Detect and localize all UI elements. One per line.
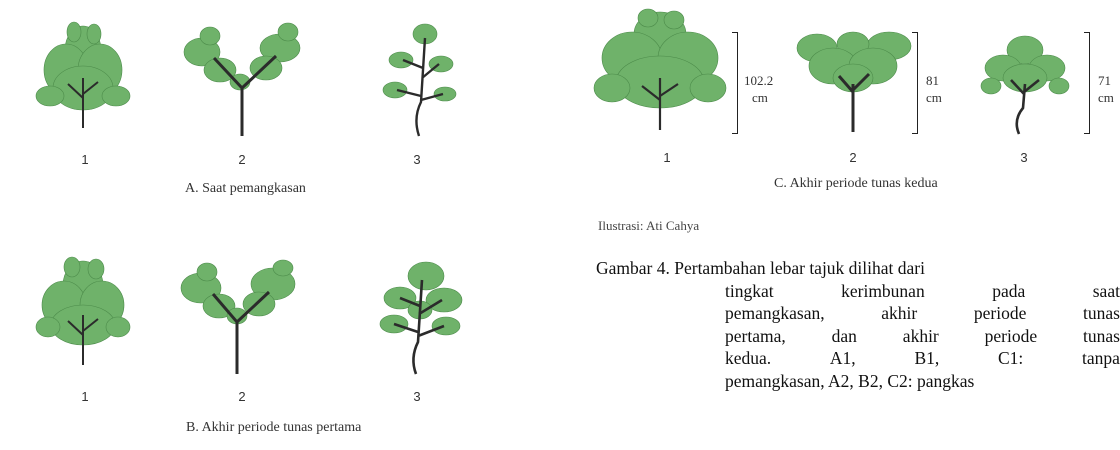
panel-c-number-1: 1 xyxy=(657,150,677,165)
panel-b-number-3: 3 xyxy=(407,389,427,404)
illustration-credit: Ilustrasi: Ati Cahya xyxy=(598,218,699,234)
caption-word: akhir xyxy=(903,325,939,348)
caption-word: tanpa xyxy=(1082,347,1120,370)
panel-a-number-3: 3 xyxy=(407,152,427,167)
plant-a3-illustration xyxy=(375,18,465,138)
caption-word: akhir xyxy=(881,302,917,325)
figure-caption-line-2: tingkat kerimbunan pada saat xyxy=(596,280,1120,303)
height-unit-1: cm xyxy=(744,89,773,106)
height-label-2: 81 cm xyxy=(926,72,942,106)
plant-c2-illustration xyxy=(793,30,913,134)
caption-word: tunas xyxy=(1083,325,1120,348)
caption-word: periode xyxy=(985,325,1037,348)
caption-word: periode xyxy=(974,302,1026,325)
caption-word: tingkat xyxy=(725,280,774,303)
figure-caption-line-6: pemangkasan, A2, B2, C2: pangkas xyxy=(596,370,1120,393)
caption-word: kerimbunan xyxy=(841,280,925,303)
panel-b-number-1: 1 xyxy=(75,389,95,404)
caption-word: dan xyxy=(832,325,857,348)
plant-a1-illustration xyxy=(28,18,138,136)
figure-caption: Gambar 4. Pertambahan lebar tajuk diliha… xyxy=(596,257,1120,392)
plant-a2-illustration xyxy=(180,18,310,138)
figure-caption-line-3: pemangkasan, akhir periode tunas xyxy=(596,302,1120,325)
caption-word: A1, xyxy=(830,347,856,370)
panel-a-number-2: 2 xyxy=(232,152,252,167)
height-bracket-2 xyxy=(912,32,918,134)
plant-b1-illustration xyxy=(28,255,138,373)
panel-c-caption: C. Akhir periode tunas kedua xyxy=(774,176,938,192)
caption-word: tunas xyxy=(1083,302,1120,325)
caption-word: C1: xyxy=(998,347,1023,370)
figure-caption-line-4: pertama, dan akhir periode tunas xyxy=(596,325,1120,348)
panel-b-number-2: 2 xyxy=(232,389,252,404)
caption-word: B1, xyxy=(914,347,939,370)
figure-caption-line-5: kedua. A1, B1, C1: tanpa xyxy=(596,347,1120,370)
height-bracket-3 xyxy=(1084,32,1090,134)
caption-word: pemangkasan, xyxy=(725,302,825,325)
height-value-3: 71 xyxy=(1098,72,1114,89)
caption-word: pertama, xyxy=(725,325,786,348)
plant-b2-illustration xyxy=(175,258,305,376)
panel-a-number-1: 1 xyxy=(75,152,95,167)
height-value-2: 81 xyxy=(926,72,942,89)
panel-a-caption: A. Saat pemangkasan xyxy=(185,181,306,197)
height-bracket-1 xyxy=(732,32,738,134)
height-label-3: 71 cm xyxy=(1098,72,1114,106)
plant-c3-illustration xyxy=(975,34,1075,136)
plant-b3-illustration xyxy=(370,258,470,376)
caption-word: saat xyxy=(1093,280,1120,303)
plant-c1-illustration xyxy=(590,8,730,133)
panel-b-caption: B. Akhir periode tunas pertama xyxy=(186,420,361,436)
height-label-1: 102.2 cm xyxy=(744,72,773,106)
caption-word: pada xyxy=(992,280,1025,303)
caption-word: kedua. xyxy=(725,347,771,370)
height-unit-3: cm xyxy=(1098,89,1114,106)
panel-c-number-3: 3 xyxy=(1014,150,1034,165)
figure-caption-line-1: Gambar 4. Pertambahan lebar tajuk diliha… xyxy=(596,257,1120,280)
panel-c-number-2: 2 xyxy=(843,150,863,165)
height-value-1: 102.2 xyxy=(744,72,773,89)
height-unit-2: cm xyxy=(926,89,942,106)
